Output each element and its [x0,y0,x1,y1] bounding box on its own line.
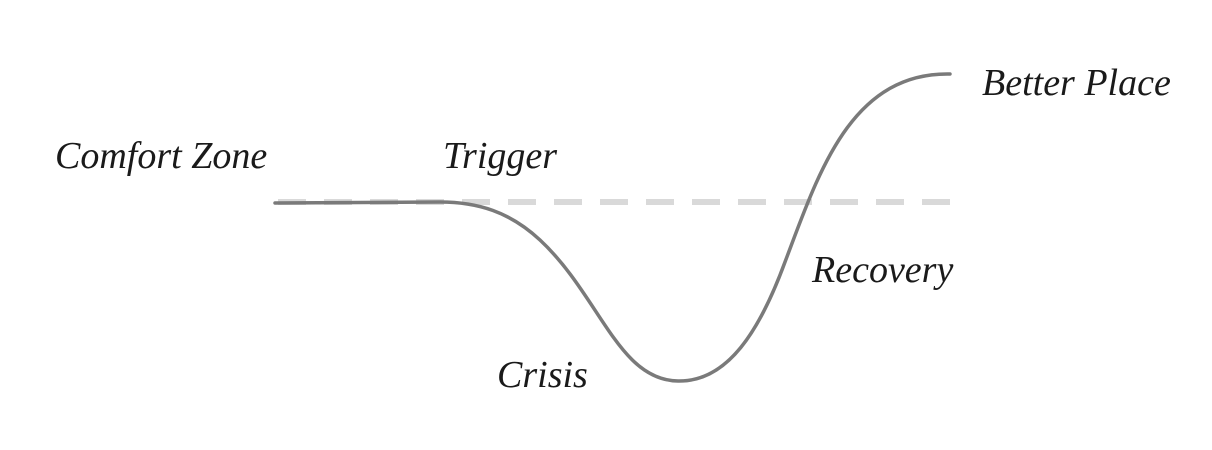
label-crisis: Crisis [497,354,588,396]
label-trigger: Trigger [443,135,557,177]
label-better-place: Better Place [982,62,1171,104]
change-curve [273,72,952,383]
label-recovery: Recovery [811,249,953,291]
label-comfort-zone: Comfort Zone [55,135,267,177]
